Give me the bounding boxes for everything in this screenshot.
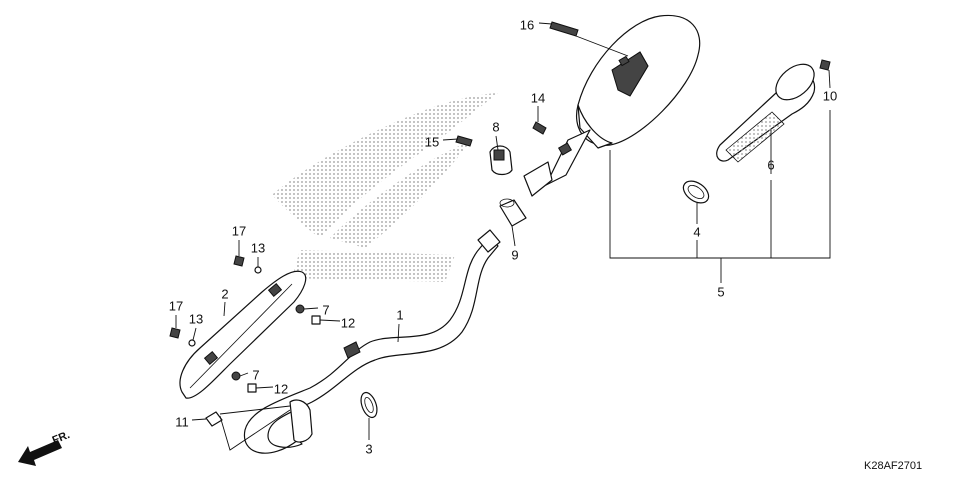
callout-label: 5 [717,284,724,299]
leader-lines [175,22,831,451]
diagram-code: K28AF2701 [864,460,922,472]
exhaust-pipe-part-1 [243,229,501,454]
callout-label: 1 [396,307,403,322]
front-direction-indicator: FR. [18,429,72,466]
callout-label: 7 [252,367,259,382]
direction-label: FR. [51,429,72,447]
callout-label: 13 [189,311,203,326]
tail-pipe-part-6 [716,63,816,163]
callout-label: 3 [365,441,372,456]
callout-label: 2 [221,286,228,301]
callout-label: 13 [251,240,265,255]
callout-label: 12 [274,381,288,396]
callout-label: 7 [322,302,329,317]
callout-label: 15 [425,134,439,149]
callout-label: 11 [175,414,189,429]
heat-shield-part-2 [179,270,307,399]
callout-label: 12 [341,315,355,330]
callout-label: 10 [823,88,837,103]
clamp-part-8 [489,145,513,176]
callout-label: 17 [169,298,183,313]
muffler-assembly [523,14,701,197]
fastener-bolts [169,21,831,427]
callout-label: 14 [531,90,545,105]
callout-label: 4 [693,224,700,239]
callout-label: 16 [520,17,534,32]
callout-label: 9 [511,247,518,262]
callout-label: 6 [767,157,774,172]
front-arrow-icon [18,440,62,466]
sleeve-part-9 [499,198,527,227]
gasket-part-3 [360,391,378,419]
ring-gasket-part-4 [682,180,710,204]
callout-label: 17 [232,223,246,238]
callout-label: 8 [492,119,499,134]
watermark-wing-logo [272,93,498,282]
